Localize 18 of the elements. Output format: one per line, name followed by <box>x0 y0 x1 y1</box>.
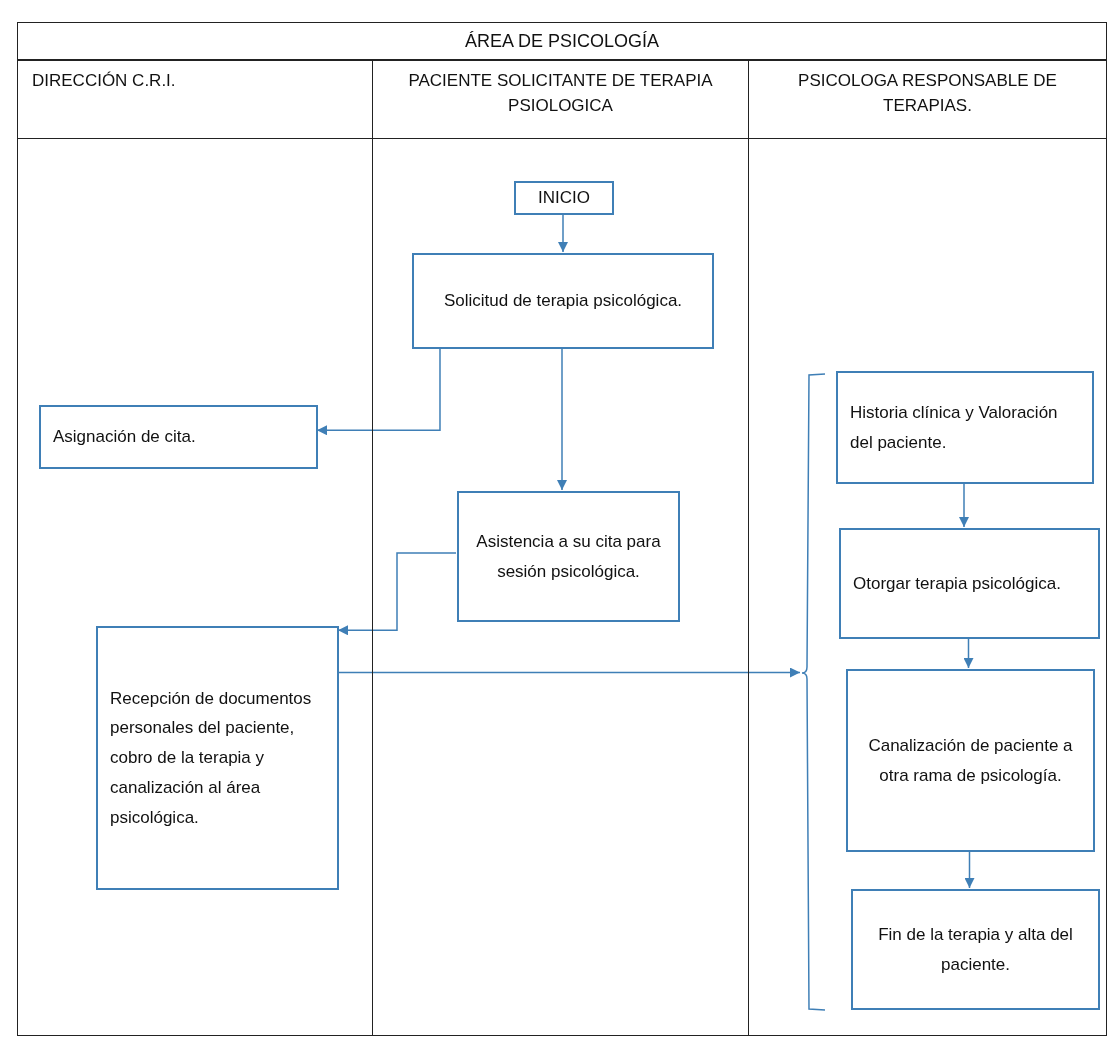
process-box: Otorgar terapia psicológica. <box>839 528 1100 639</box>
lane-header: PSICOLOGA RESPONSABLE DE TERAPIAS. <box>749 61 1106 139</box>
process-box: Asignación de cita. <box>39 405 318 469</box>
process-box: Canalización de paciente a otra rama de psicología. <box>846 669 1095 852</box>
table-title: ÁREA DE PSICOLOGÍA <box>17 22 1107 60</box>
arrow <box>557 347 567 491</box>
arrow <box>558 213 568 253</box>
process-box: Fin de la terapia y alta del paciente. <box>851 889 1100 1010</box>
arrow <box>964 850 975 889</box>
lane-header: DIRECCIÓN C.R.I. <box>18 61 372 139</box>
process-box: Historia clínica y Valoración del paciente. <box>836 371 1094 484</box>
process-box: Asistencia a su cita para sesión psicológica. <box>457 491 680 622</box>
process-box: Recepción de documentos personales del paciente, cobro de la terapia y canalización al área psicológica. <box>96 626 339 890</box>
process-box: Solicitud de terapia psicológica. <box>412 253 714 349</box>
arrow <box>963 637 974 669</box>
arrow <box>959 482 969 528</box>
lane-header: PACIENTE SOLICITANTE DE TERAPIA PSIOLOGICA <box>373 61 748 139</box>
process-box: INICIO <box>514 181 614 215</box>
